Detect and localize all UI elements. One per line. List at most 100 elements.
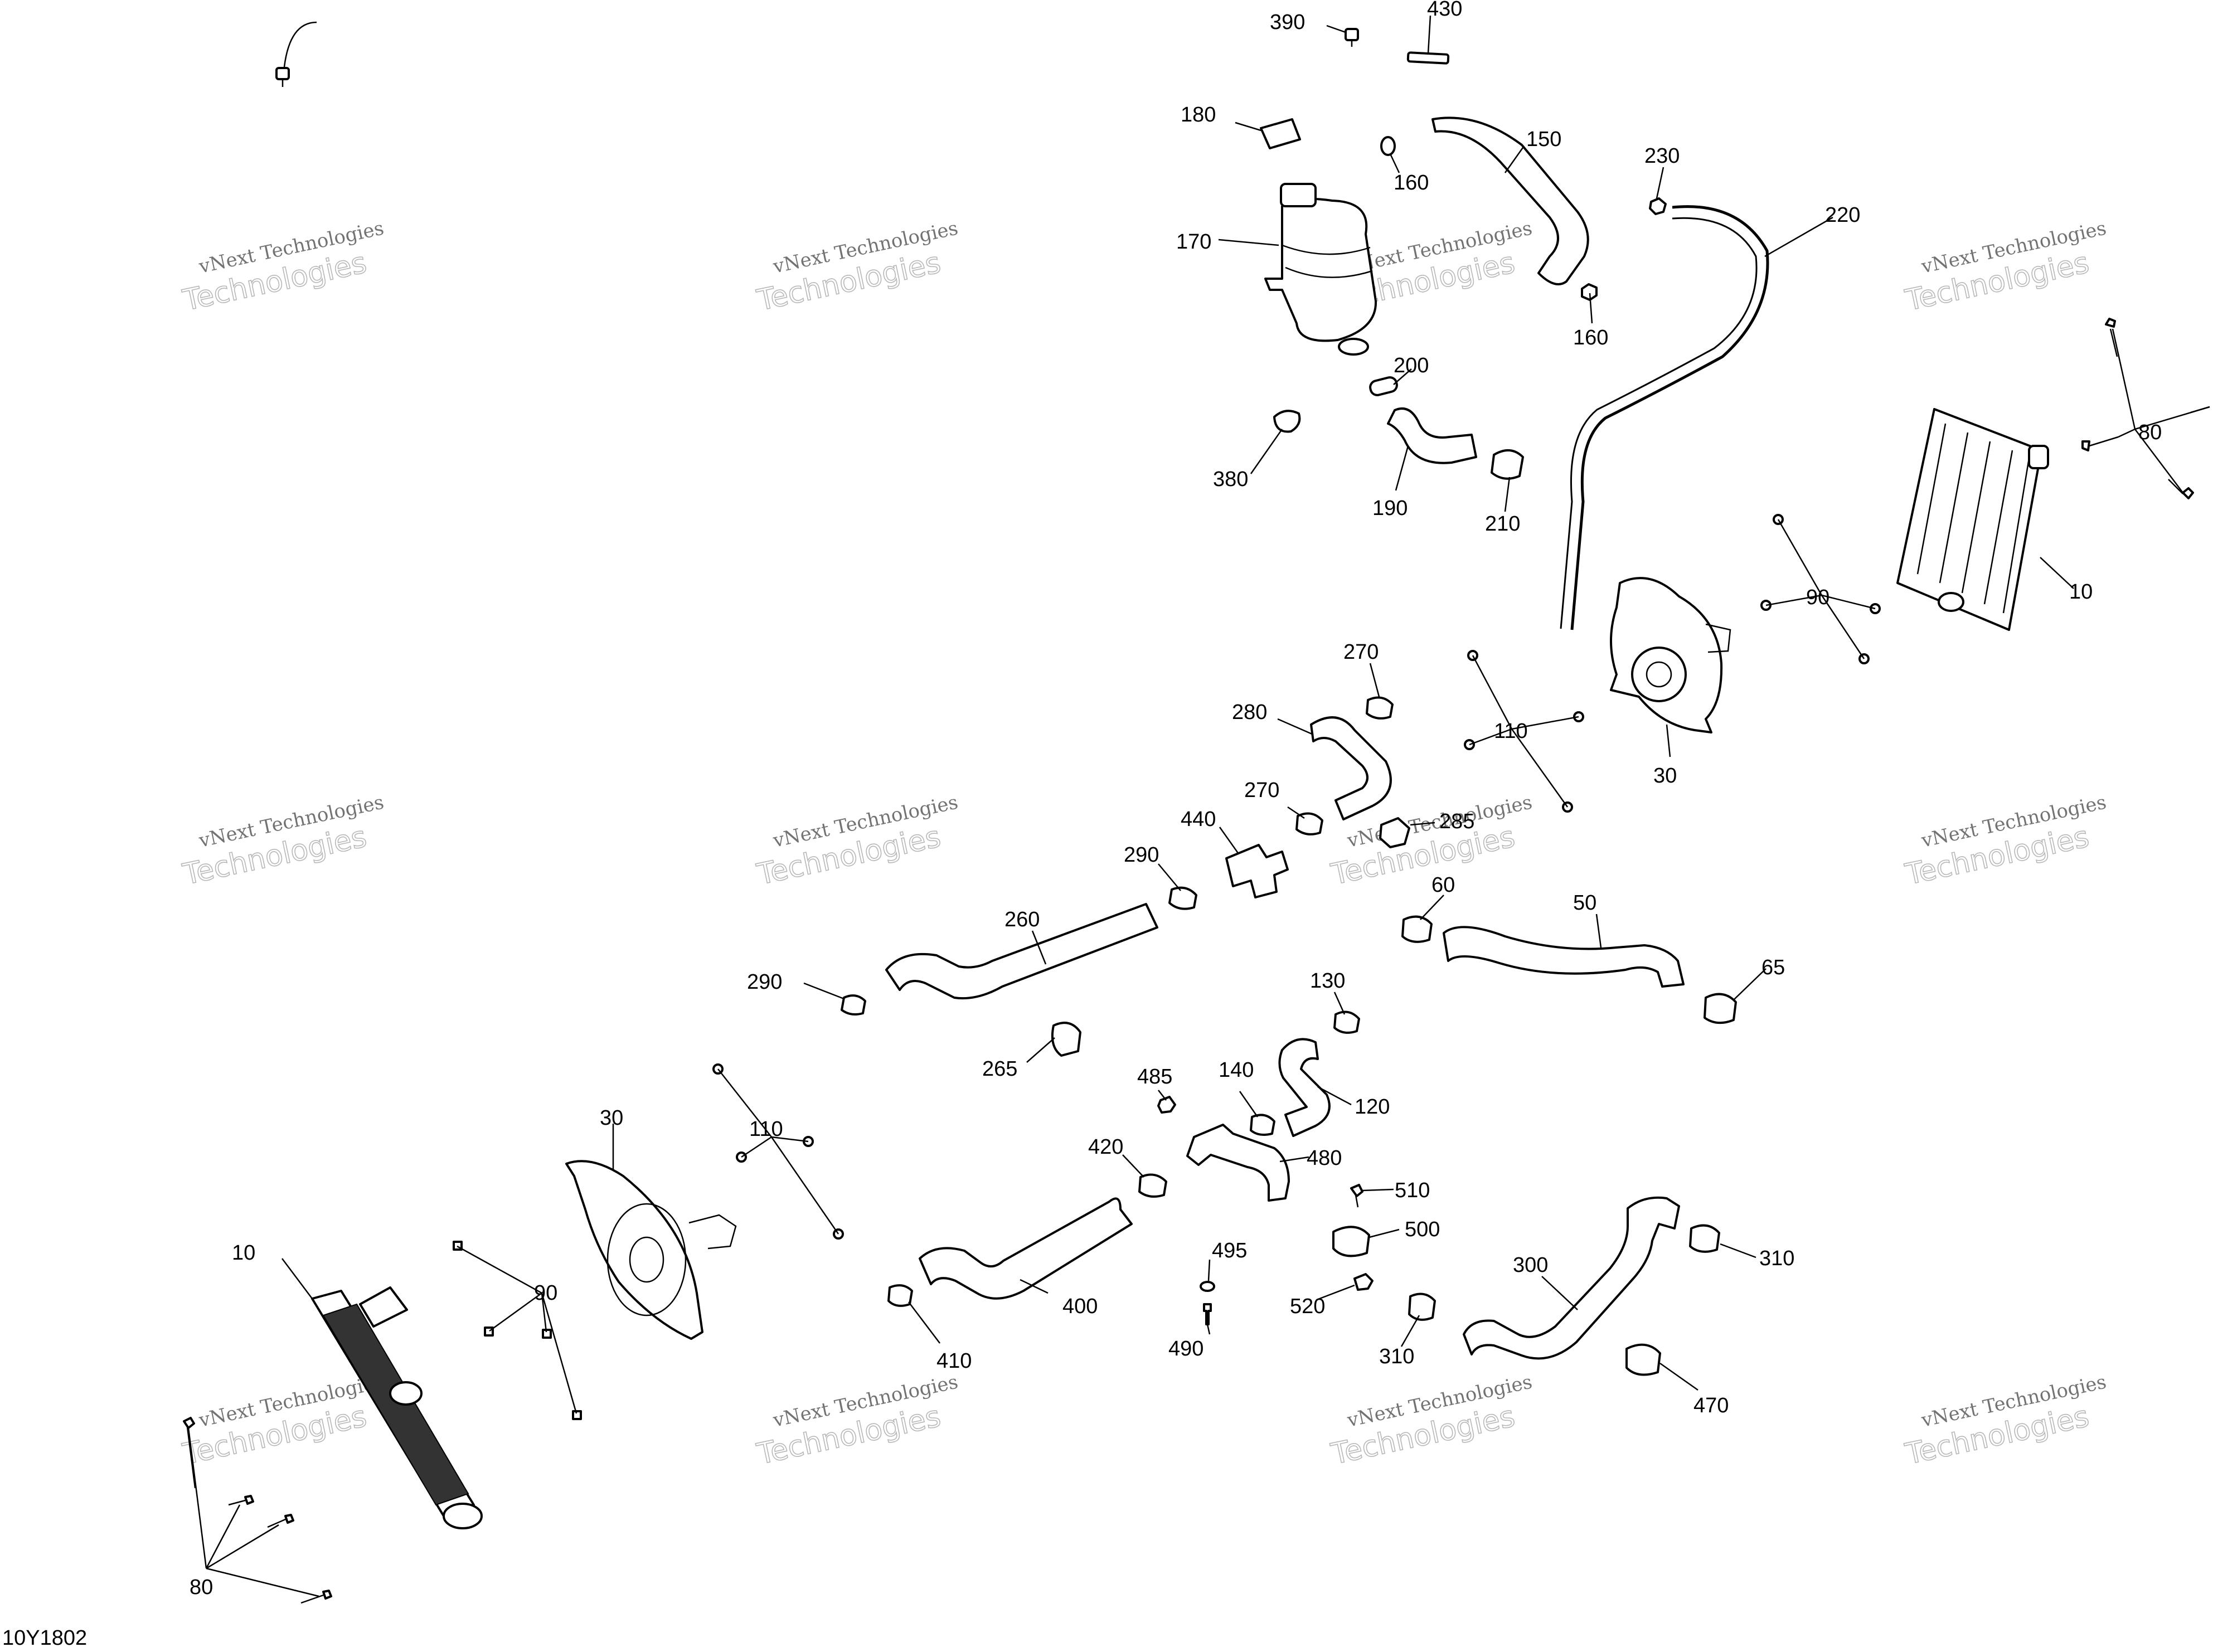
hose-220 (1570, 205, 1769, 630)
hose-260 (885, 903, 1158, 1000)
clamp-310-lower (1408, 1293, 1436, 1321)
hose-220-inner (1560, 217, 1758, 629)
clamp-310-upper (1689, 1224, 1720, 1253)
callout-200: 200 (1394, 354, 1429, 377)
bolts-80-left (183, 1417, 332, 1604)
clamp-160-lower (1581, 283, 1598, 301)
clamp-290-left (841, 994, 866, 1016)
callout-390: 390 (1270, 11, 1305, 34)
clip-485 (1157, 1096, 1176, 1114)
fan-30-left (565, 1160, 737, 1340)
clamp-210 (1491, 449, 1524, 480)
callout-280: 280 (1232, 701, 1267, 724)
cap-180 (1260, 118, 1301, 149)
clamp-290-right (1168, 886, 1197, 910)
callout-190: 190 (1372, 497, 1408, 520)
document-code: 10Y1802 (2, 1626, 88, 1650)
callout-110: 110 (749, 1117, 783, 1141)
parts-layer (183, 28, 2210, 1604)
callout-260: 260 (1004, 908, 1040, 931)
callout-520: 520 (1290, 1295, 1325, 1318)
clamp-470 (1625, 1343, 1661, 1376)
hose-280 (1310, 716, 1392, 820)
rivets-90-left (453, 1241, 582, 1420)
callout-440: 440 (1181, 808, 1216, 831)
clamp-140 (1250, 1114, 1275, 1136)
callout-150: 150 (1526, 128, 1561, 151)
callout-10: 10 (2069, 580, 2093, 604)
clip-520 (1353, 1273, 1374, 1291)
callout-410: 410 (936, 1349, 972, 1373)
callout-30: 30 (600, 1106, 623, 1130)
hose-300 (1463, 1196, 1680, 1360)
callout-labels: 390 430 180 150 160 230 220 170 160 200 … (190, 0, 2162, 1599)
reservoir-170 (1264, 183, 1377, 356)
bolts-80-right (2081, 318, 2210, 499)
washer-495 (1200, 1281, 1215, 1292)
callout-485: 485 (1137, 1065, 1172, 1089)
pin-430 (1406, 51, 1450, 65)
callout-110: 110 (1494, 720, 1528, 743)
radiator-10-right (1896, 408, 2049, 631)
hose-120 (1278, 1038, 1331, 1137)
clip-390 (275, 28, 1359, 87)
clamp-130 (1333, 1010, 1360, 1034)
clamp-265 (1051, 1022, 1081, 1057)
callout-90: 90 (534, 1281, 557, 1305)
clamp-160 (1380, 136, 1396, 156)
callout-420: 420 (1088, 1135, 1123, 1159)
callout-310: 310 (1379, 1345, 1414, 1368)
callout-120: 120 (1355, 1095, 1390, 1119)
leader-lines (187, 15, 2210, 1597)
callout-430: 430 (1427, 0, 1462, 21)
fitting-230 (1649, 197, 1667, 215)
callout-80: 80 (190, 1576, 213, 1599)
clamp-270-mid (1295, 812, 1323, 835)
callout-220: 220 (1825, 203, 1860, 227)
callout-380: 380 (1213, 468, 1248, 491)
sensor-285 (1379, 817, 1410, 848)
callout-490: 490 (1168, 1337, 1203, 1361)
callout-285: 285 (1439, 810, 1474, 833)
pipe-480 (1186, 1124, 1290, 1202)
callout-180: 180 (1181, 103, 1216, 127)
clamp-270-top (1366, 696, 1394, 720)
clamp-60 (1401, 915, 1433, 943)
callout-270: 270 (1244, 779, 1279, 802)
hose-400 (919, 1197, 1133, 1300)
callout-495: 495 (1212, 1239, 1247, 1262)
callout-400: 400 (1062, 1295, 1098, 1318)
callout-300: 300 (1513, 1253, 1548, 1277)
callout-265: 265 (982, 1057, 1017, 1081)
callout-310: 310 (1759, 1247, 1794, 1270)
callout-130: 130 (1310, 969, 1345, 993)
callout-290: 290 (1124, 843, 1159, 867)
callout-10: 10 (232, 1241, 255, 1265)
callout-510: 510 (1395, 1179, 1430, 1202)
callout-270: 270 (1343, 640, 1379, 664)
clamp-420 (1138, 1173, 1167, 1198)
callout-65: 65 (1761, 956, 1785, 979)
callout-470: 470 (1693, 1394, 1729, 1417)
callout-290: 290 (747, 970, 782, 994)
callout-230: 230 (1644, 144, 1680, 168)
hose-190 (1387, 407, 1477, 464)
callout-90: 90 (1806, 586, 1829, 609)
callout-170: 170 (1176, 230, 1211, 254)
callout-480: 480 (1307, 1146, 1342, 1170)
hose-150 (1431, 116, 1589, 285)
screw-490 (1203, 1303, 1212, 1325)
tee-440 (1225, 844, 1289, 898)
callout-80: 80 (2138, 421, 2162, 444)
nuts-110-right (1464, 650, 1584, 813)
clamp-500 (1332, 1226, 1370, 1257)
screw-510 (1350, 1184, 1363, 1197)
callout-210: 210 (1485, 512, 1520, 536)
hose-50 (1443, 926, 1685, 988)
callout-500: 500 (1405, 1218, 1440, 1241)
callout-50: 50 (1573, 891, 1596, 915)
radiator-10-left (311, 1286, 483, 1529)
fan-30-right (1610, 577, 1731, 733)
callout-160: 160 (1573, 326, 1608, 349)
